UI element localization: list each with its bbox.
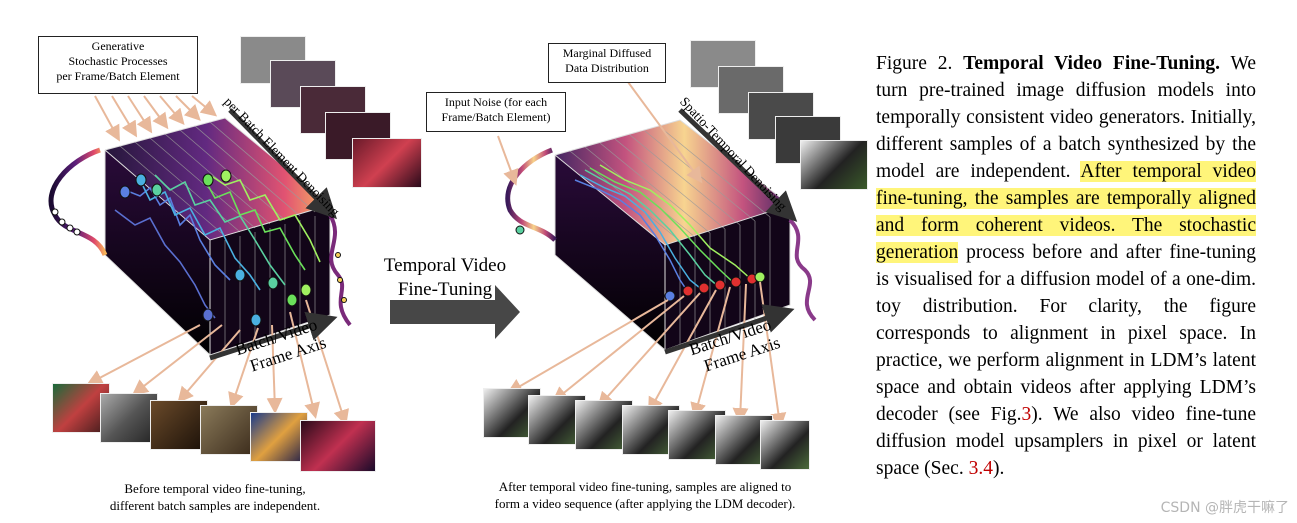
left-panel-caption: Before temporal video fine-tuning, diffe… <box>70 480 360 514</box>
right-caption-line-1: After temporal video fine-tuning, sample… <box>455 478 835 495</box>
marginal-box-line-2: Data Distribution <box>555 61 659 76</box>
caption-part-2: process before and after fine-tuning is … <box>876 242 1256 425</box>
left-sample-6 <box>300 420 376 472</box>
left-caption-line-2: different batch samples are independent. <box>70 497 360 514</box>
left-caption-line-1: Before temporal video fine-tuning, <box>70 480 360 497</box>
sec-ref-link[interactable]: 3.4 <box>969 458 993 479</box>
marginal-box-line-1: Marginal Diffused <box>555 46 659 61</box>
right-output-thumb <box>800 140 868 190</box>
right-caption-line-2: form a video sequence (after applying th… <box>455 495 835 512</box>
watermark: CSDN @胖虎干嘛了 <box>1161 497 1289 517</box>
input-box-line-2: Frame/Batch Element) <box>433 110 559 125</box>
finetuning-label: Temporal Video Fine-Tuning <box>370 254 520 302</box>
input-box-line-1: Input Noise (for each <box>433 95 559 110</box>
left-output-thumb <box>352 138 422 188</box>
figure-caption: Figure 2. Temporal Video Fine-Tuning. We… <box>876 50 1256 482</box>
marginal-distribution-box: Marginal Diffused Data Distribution <box>548 43 666 83</box>
input-noise-box: Input Noise (for each Frame/Batch Elemen… <box>426 92 566 132</box>
finetuning-label-line-2: Fine-Tuning <box>370 278 520 302</box>
finetuning-label-line-1: Temporal Video <box>370 254 520 278</box>
right-sample-7 <box>760 420 810 470</box>
fig-ref-link[interactable]: 3 <box>1022 404 1032 425</box>
right-panel-caption: After temporal video fine-tuning, sample… <box>455 478 835 512</box>
figure-title: Temporal Video Fine-Tuning. <box>963 53 1220 74</box>
figure-number: Figure 2. <box>876 53 952 74</box>
caption-part-4: ). <box>993 458 1004 479</box>
